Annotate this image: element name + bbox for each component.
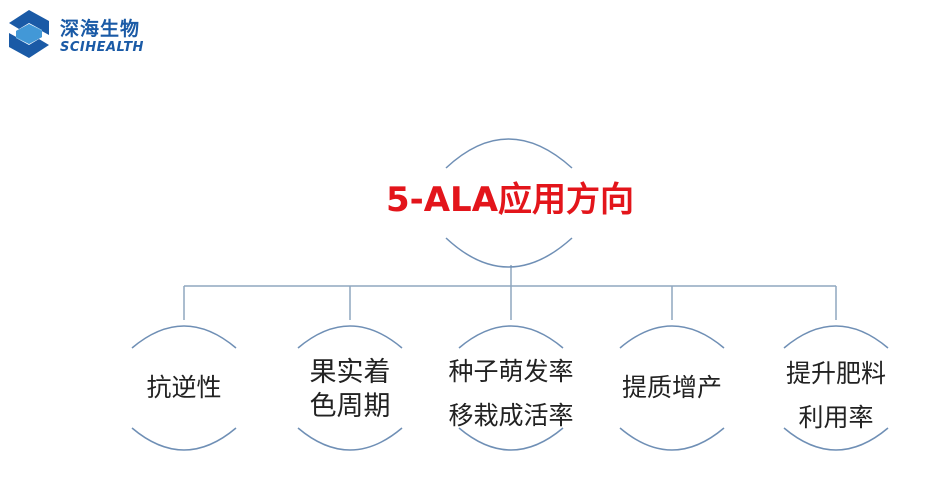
node-5-line-1: 提升肥料 [785, 359, 886, 388]
node-5-line-2: 利用率 [798, 403, 874, 432]
node-label-5: 提升肥料 利用率 [766, 352, 906, 440]
connector-lines [183, 265, 837, 320]
node-shape-2 [297, 325, 403, 451]
node-shape-4 [619, 325, 725, 451]
node-3-line-2: 移栽成活率 [448, 401, 574, 430]
node-label-4: 提质增产 [607, 372, 737, 404]
company-logo: 深海生物 SCIHEALTH [6, 8, 156, 64]
scihealth-logo-icon [9, 10, 49, 58]
node-label-3: 种子萌发率 移栽成活率 [431, 350, 591, 438]
node-3-line-1: 种子萌发率 [448, 357, 574, 386]
node-label-2: 果实着 色周期 [285, 356, 415, 424]
node-shape-5 [783, 325, 889, 451]
logo-english-name: SCIHEALTH [60, 40, 144, 55]
node-label-1: 抗逆性 [119, 372, 249, 404]
node-4-line-1: 提质增产 [621, 373, 722, 402]
center-node-label: 5-ALA应用方向 [385, 180, 635, 220]
logo-chinese-name: 深海生物 [60, 18, 141, 40]
node-shape-1 [131, 325, 237, 451]
node-1-line-1: 抗逆性 [146, 373, 222, 402]
node-2-line-1: 果实着 [309, 357, 391, 388]
center-node-shape [445, 138, 573, 268]
node-2-line-2: 色周期 [309, 391, 391, 422]
node-shape-3 [458, 325, 564, 451]
